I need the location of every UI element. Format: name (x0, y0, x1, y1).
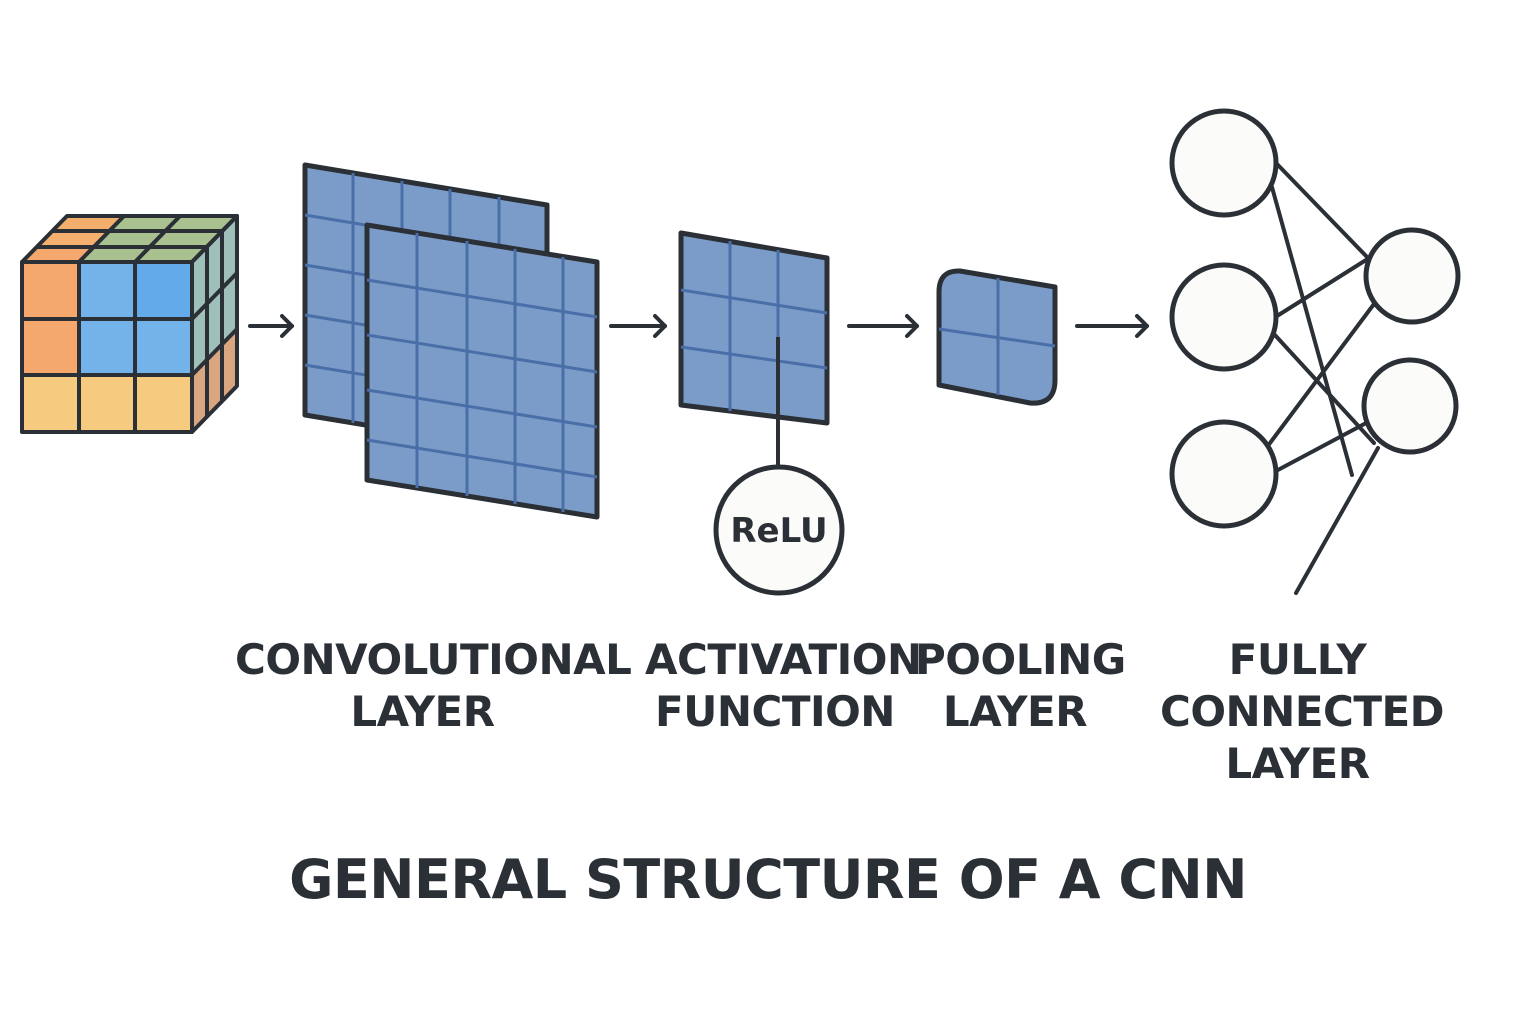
diagram-title: GENERAL STRUCTURE OF A CNN (289, 848, 1247, 911)
fc-label-line1: FULLY (1228, 635, 1367, 684)
pooling-label-line1: POOLING (915, 635, 1126, 684)
arrow-right-icon (1075, 314, 1149, 338)
neuron-node-icon (1361, 357, 1459, 455)
cube-top-orange-3 (52, 216, 125, 231)
activation-label-line2: FUNCTION (655, 687, 895, 736)
cube-side-lower (192, 329, 237, 432)
activation-function-label: ACTIVATION FUNCTION (645, 634, 922, 738)
neuron-node-icon (1169, 419, 1279, 529)
arrow-right-icon (847, 314, 919, 338)
pooling-layer-label: POOLING LAYER (915, 634, 1126, 738)
arrow-right-icon (248, 314, 294, 338)
cube-top-orange-2 (37, 231, 110, 247)
cube-front-yellow (22, 375, 192, 432)
cube-top-orange (22, 247, 95, 262)
arrow-right-icon (609, 314, 667, 338)
activation-label-line1: ACTIVATION (645, 635, 922, 684)
relu-label: ReLU (730, 511, 827, 551)
fc-connections (1265, 161, 1380, 595)
neuron-node-icon (1169, 262, 1279, 372)
fc-label-line3: LAYER (1225, 739, 1370, 788)
neuron-node-icon (1169, 108, 1279, 218)
fully-connected-layer-label: FULLY CONNECTED LAYER (1160, 634, 1445, 790)
cube-front-blue-corner (135, 262, 192, 319)
convolutional-label-line1: CONVOLUTIONAL (235, 635, 632, 684)
conv-feature-map-front (364, 222, 600, 520)
pooling-label-line2: LAYER (942, 687, 1088, 736)
activation-feature-map (678, 230, 830, 426)
fc-label-line2: CONNECTED (1160, 687, 1445, 736)
neuron-node-icon (1363, 227, 1461, 325)
convolutional-label-line2: LAYER (350, 687, 495, 736)
convolutional-layer-label: CONVOLUTIONAL LAYER (235, 634, 632, 738)
pooling-feature-map (936, 268, 1058, 406)
relu-node: ReLU (713, 464, 845, 596)
input-cube-icon (20, 214, 239, 434)
